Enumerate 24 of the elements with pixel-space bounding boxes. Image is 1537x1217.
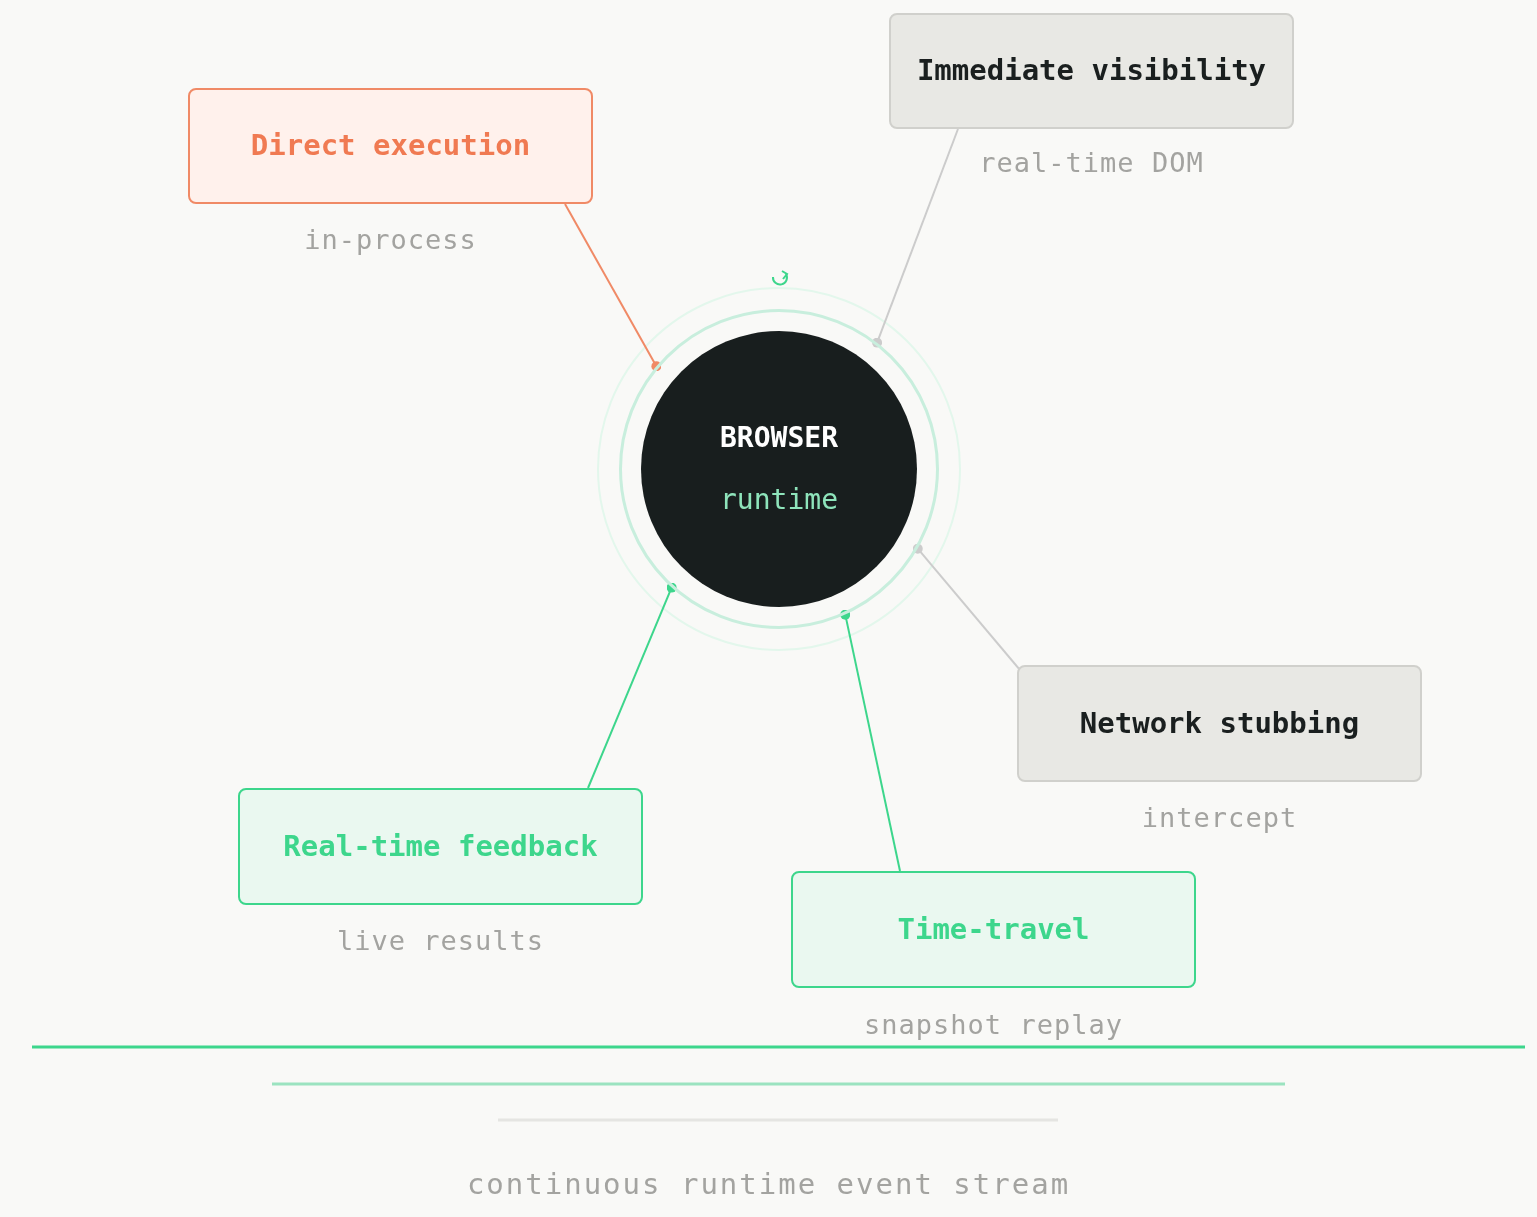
connector-line	[840, 609, 901, 872]
feature-box	[1017, 665, 1422, 782]
box-title: Real-time feedback	[283, 827, 598, 865]
connector-line	[912, 543, 1021, 671]
feature-box	[238, 788, 643, 905]
footer-caption: continuous runtime event stream	[465, 1170, 1072, 1199]
box-title: Network stubbing	[1079, 704, 1360, 742]
box-caption: real-time DOM	[978, 149, 1205, 176]
connector-line	[564, 203, 662, 372]
box-title: Time-travel	[897, 910, 1090, 948]
box-title: Direct execution	[250, 127, 531, 165]
feature-box	[188, 88, 593, 204]
connector-line	[587, 582, 677, 789]
box-caption: snapshot replay	[863, 1011, 1124, 1038]
feature-box	[791, 871, 1196, 988]
box-caption: live results	[335, 927, 546, 954]
circle-subtitle: runtime	[720, 486, 838, 514]
box-caption: intercept	[1140, 804, 1299, 831]
connector-line	[872, 128, 959, 348]
feature-box	[889, 13, 1294, 129]
box-caption: in-process	[303, 226, 478, 253]
box-title: Immediate visibility	[916, 52, 1267, 90]
circle-title: BROWSER	[720, 424, 838, 452]
runtime-ring	[619, 309, 939, 629]
